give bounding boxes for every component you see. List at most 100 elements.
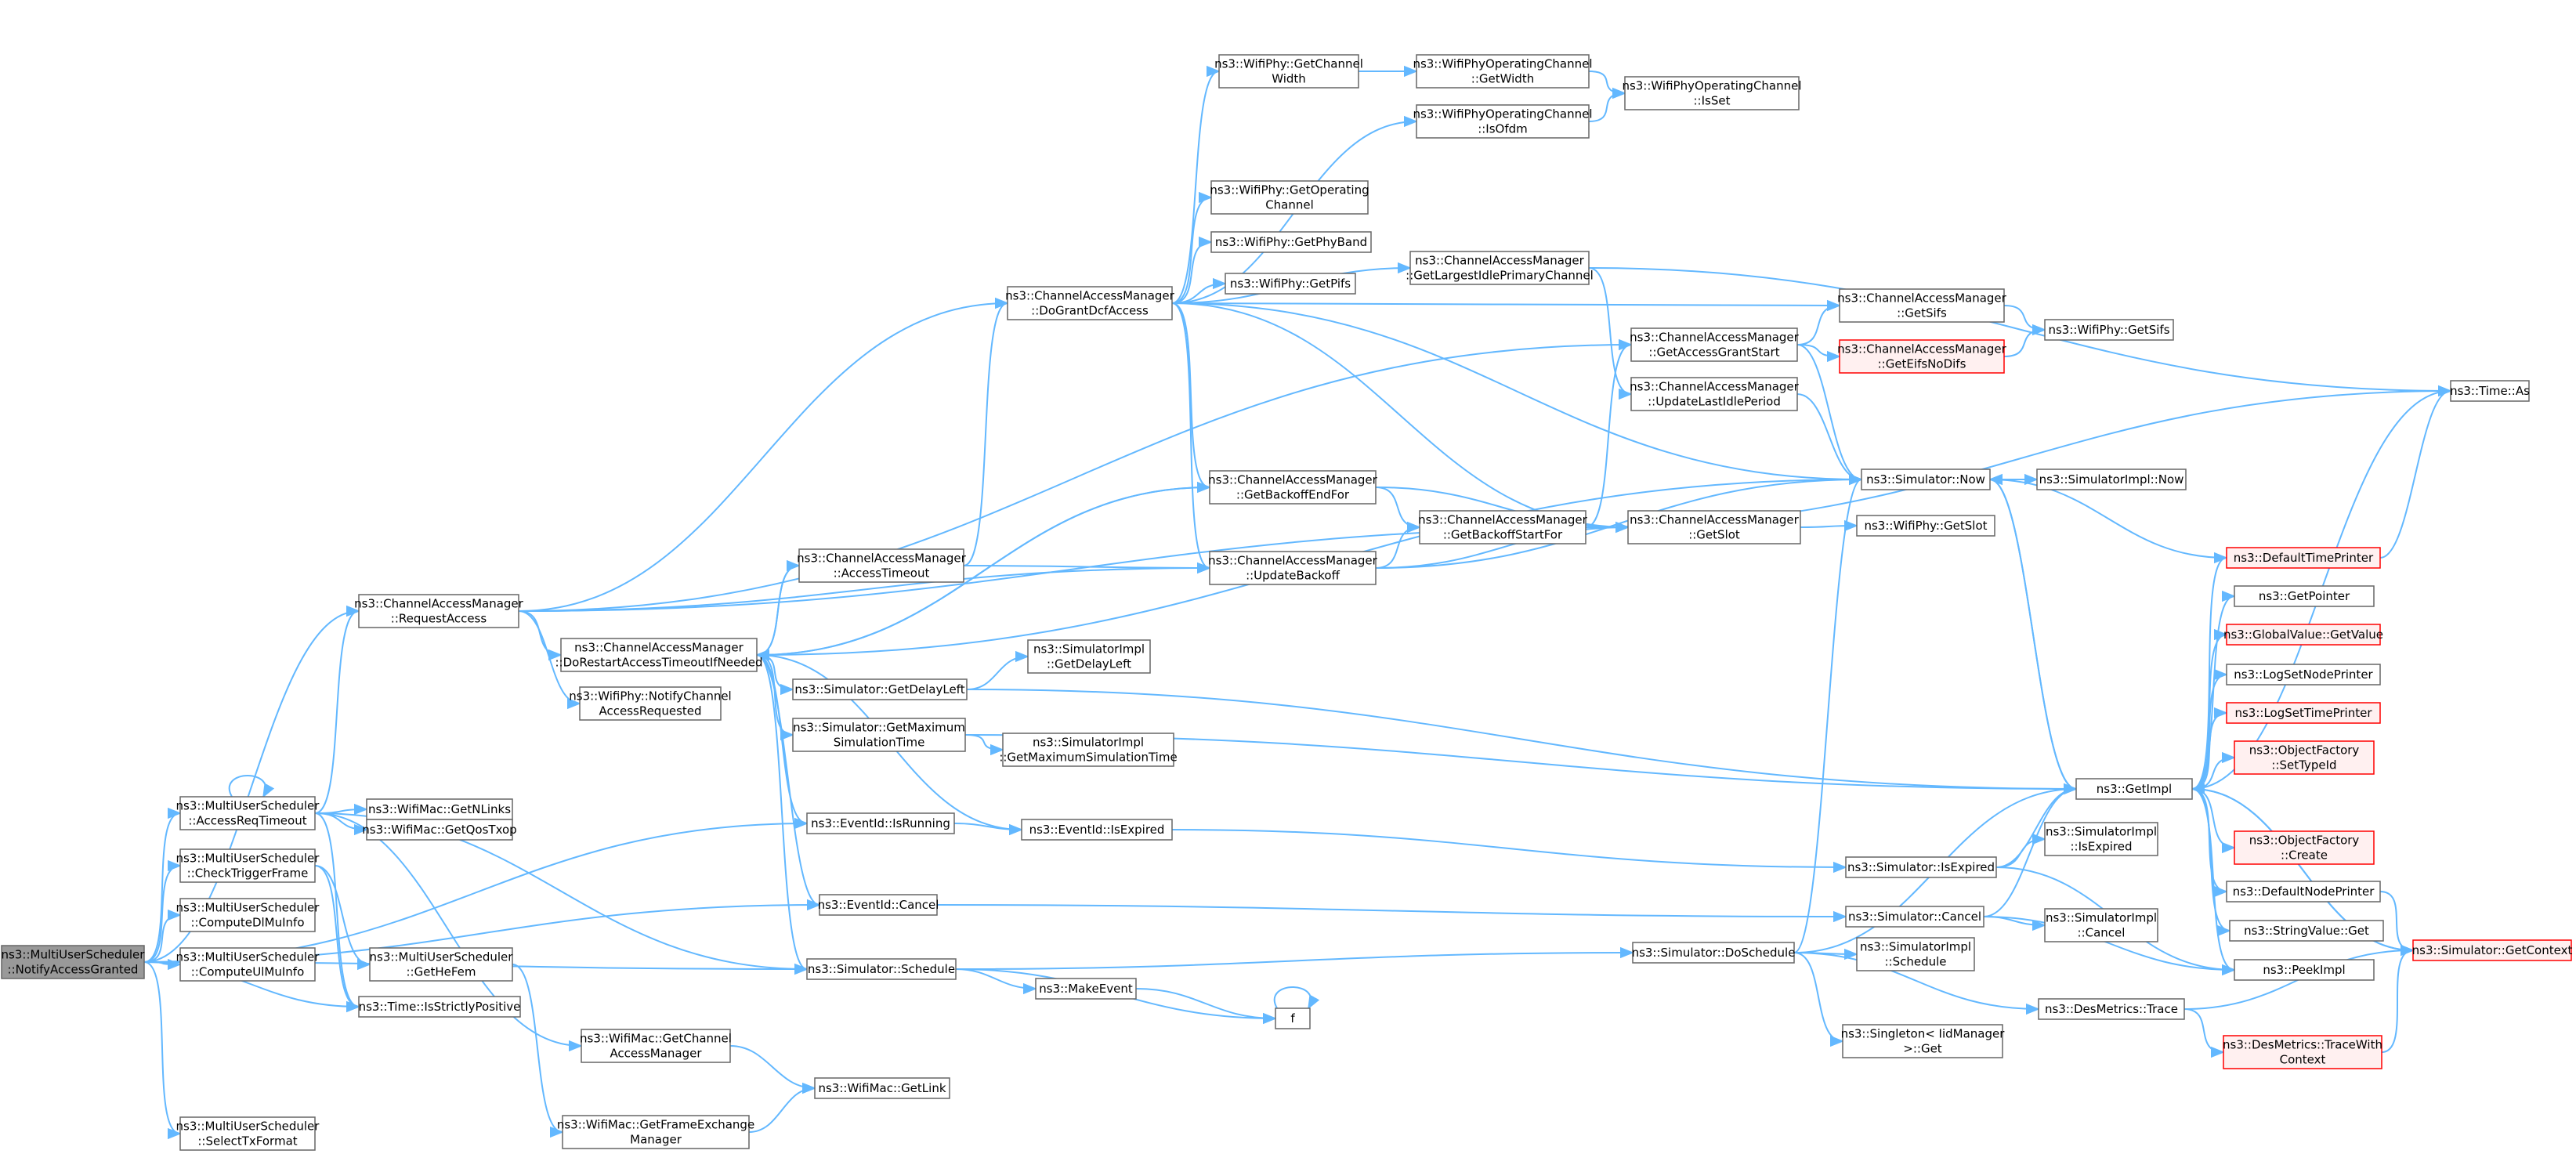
node-simCancel[interactable]: ns3::Simulator::Cancel [1845, 906, 1984, 928]
node-getLink[interactable]: ns3::WifiMac::GetLink [814, 1077, 950, 1099]
edge-root-to-accessReq [143, 807, 182, 963]
node-opIsOfdm[interactable]: ns3::WifiPhyOperatingChannel::IsOfdm [1413, 104, 1593, 139]
node-box [358, 996, 521, 1018]
node-box [1839, 288, 2005, 323]
node-getLargest[interactable]: ns3::ChannelAccessManager::GetLargestIdl… [1406, 251, 1594, 285]
node-getPhyBand[interactable]: ns3::WifiPhy::GetPhyBand [1210, 231, 1372, 253]
node-evCancel[interactable]: ns3::EventId::Cancel [818, 894, 939, 916]
node-implMaxSim[interactable]: ns3::SimulatorImpl::GetMaximumSimulation… [999, 733, 1178, 767]
node-singleton[interactable]: ns3::Singleton< IidManager>::Get [1841, 1024, 2006, 1058]
node-f[interactable]: f [1275, 1007, 1311, 1029]
node-stringValue[interactable]: ns3::StringValue::Get [2229, 920, 2384, 942]
node-box [806, 812, 955, 834]
node-getBackoffEnd[interactable]: ns3::ChannelAccessManager::GetBackoffEnd… [1208, 470, 1378, 505]
node-setTypeId[interactable]: ns3::ObjectFactory::SetTypeId [2234, 740, 2375, 775]
node-isRunning[interactable]: ns3::EventId::IsRunning [806, 812, 955, 834]
node-reqAccess[interactable]: ns3::ChannelAccessManager::RequestAccess [354, 594, 524, 628]
node-logTime[interactable]: ns3::LogSetTimePrinter [2226, 702, 2381, 724]
node-getHeFem[interactable]: ns3::MultiUserScheduler::GetHeFem [369, 947, 514, 982]
node-notifyChan[interactable]: ns3::WifiPhy::NotifyChannelAccessRequest… [569, 686, 732, 721]
node-getQos[interactable]: ns3::WifiMac::GetQosTxop [362, 819, 517, 841]
node-computeDl[interactable]: ns3::MultiUserScheduler::ComputeDlMuInfo [176, 898, 320, 932]
node-phyGetSifs[interactable]: ns3::WifiPhy::GetSifs [2044, 319, 2174, 341]
node-implDelay[interactable]: ns3::SimulatorImpl::GetDelayLeft [1027, 639, 1151, 674]
node-isExpired[interactable]: ns3::EventId::IsExpired [1021, 819, 1173, 841]
node-computeUl[interactable]: ns3::MultiUserScheduler::ComputeUlMuInfo [176, 947, 320, 982]
node-getSlot[interactable]: ns3::ChannelAccessManager::GetSlot [1627, 510, 1801, 544]
node-box [1210, 180, 1369, 215]
node-label: ns3::Simulator::GetDelayLeft [794, 682, 964, 696]
node-checkTrig[interactable]: ns3::MultiUserScheduler::CheckTriggerFra… [176, 848, 320, 883]
node-simNow[interactable]: ns3::Simulator::Now [1861, 468, 1991, 490]
node-label: ::CheckTriggerFrame [187, 866, 309, 881]
node-label: ::DoRestartAccessTimeoutIfNeeded [555, 656, 762, 670]
node-strictPos[interactable]: ns3::Time::IsStrictlyPositive [358, 996, 521, 1018]
node-getPifs[interactable]: ns3::WifiPhy::GetPifs [1225, 273, 1356, 295]
node-doGrant[interactable]: ns3::ChannelAccessManager::DoGrantDcfAcc… [1005, 286, 1175, 320]
node-implIsExpired[interactable]: ns3::SimulatorImpl::IsExpired [2044, 822, 2158, 856]
node-box [2234, 740, 2375, 775]
node-label: ns3::Simulator::Cancel [1848, 910, 1981, 924]
node-ofCreate[interactable]: ns3::ObjectFactory::Create [2234, 830, 2375, 865]
node-box [1856, 937, 1975, 971]
node-accessReq[interactable]: ns3::MultiUserScheduler::AccessReqTimeou… [176, 796, 320, 830]
node-getEifs[interactable]: ns3::ChannelAccessManager::GetEifsNoDifs [1837, 339, 2007, 374]
node-getPointer[interactable]: ns3::GetPointer [2234, 585, 2375, 607]
edge-getFem-to-getLink [748, 1082, 816, 1133]
node-phyGetSlot[interactable]: ns3::WifiPhy::GetSlot [1856, 515, 1995, 537]
edge-getImpl-to-ofCreate [2191, 788, 2236, 854]
node-camGetSifs[interactable]: ns3::ChannelAccessManager::GetSifs [1837, 288, 2007, 323]
edge-getChanAM-to-getLink [729, 1045, 816, 1094]
node-label: ::AccessTimeout [834, 566, 930, 581]
node-getDelayLeft[interactable]: ns3::Simulator::GetDelayLeft [792, 678, 968, 700]
node-box [2044, 822, 2158, 856]
node-doRestart[interactable]: ns3::ChannelAccessManager::DoRestartAcce… [555, 638, 763, 672]
node-label: ns3::LogSetNodePrinter [2234, 667, 2373, 682]
node-accessTimeout[interactable]: ns3::ChannelAccessManager::AccessTimeout [797, 548, 967, 583]
node-desTrace[interactable]: ns3::DesMetrics::Trace [2038, 998, 2185, 1020]
node-label: ns3::Singleton< IidManager [1841, 1027, 2006, 1041]
node-label: ns3::MultiUserScheduler [176, 1120, 320, 1134]
node-makeEvent[interactable]: ns3::MakeEvent [1035, 978, 1137, 1000]
node-peekImpl[interactable]: ns3::PeekImpl [2234, 959, 2375, 981]
node-label: Context [2280, 1053, 2326, 1067]
node-defTimePrinter[interactable]: ns3::DefaultTimePrinter [2226, 547, 2381, 569]
node-defNodePrinter[interactable]: ns3::DefaultNodePrinter [2226, 881, 2381, 903]
node-getImpl[interactable]: ns3::GetImpl [2075, 778, 2193, 800]
node-updateBackoff[interactable]: ns3::ChannelAccessManager::UpdateBackoff [1208, 551, 1378, 585]
node-schedule[interactable]: ns3::Simulator::Schedule [806, 958, 957, 980]
node-root[interactable]: ns3::MultiUserScheduler::NotifyAccessGra… [1, 945, 146, 979]
node-getBackoffStart[interactable]: ns3::ChannelAccessManager::GetBackoffSta… [1418, 510, 1588, 544]
node-getMaxSim[interactable]: ns3::Simulator::GetMaximumSimulationTime [792, 718, 966, 752]
node-label: Manager [630, 1133, 682, 1147]
node-doSchedule[interactable]: ns3::Simulator::DoSchedule [1632, 942, 1796, 964]
edge-getImpl-to-peekImpl [2191, 788, 2236, 976]
node-implCancel[interactable]: ns3::SimulatorImpl::Cancel [2044, 908, 2158, 942]
node-box [366, 798, 513, 820]
node-opGetWidth[interactable]: ns3::WifiPhyOperatingChannel::GetWidth [1413, 54, 1593, 89]
node-box [1035, 978, 1137, 1000]
node-timeAs[interactable]: ns3::Time::As [2450, 380, 2530, 402]
node-selectTx[interactable]: ns3::MultiUserScheduler::SelectTxFormat [176, 1116, 320, 1151]
node-getContext[interactable]: ns3::Simulator::GetContext [2412, 939, 2573, 961]
node-label: ::Cancel [2078, 926, 2126, 940]
edge-opIsOfdm-to-opIsSet [1588, 87, 1626, 122]
node-updateLastIdle[interactable]: ns3::ChannelAccessManager::UpdateLastIdl… [1630, 377, 1800, 411]
node-getNLinks[interactable]: ns3::WifiMac::GetNLinks [366, 798, 513, 820]
node-implNow[interactable]: ns3::SimulatorImpl::Now [2036, 468, 2187, 490]
node-logNode[interactable]: ns3::LogSetNodePrinter [2226, 664, 2381, 686]
node-simIsExpired[interactable]: ns3::Simulator::IsExpired [1845, 856, 1997, 878]
node-opIsSet[interactable]: ns3::WifiPhyOperatingChannel::IsSet [1622, 76, 1802, 110]
node-label: ::GetBackoffStartFor [1443, 528, 1563, 542]
node-label: ns3::PeekImpl [2263, 963, 2345, 977]
node-label: ns3::ChannelAccessManager [1837, 342, 2006, 356]
node-label: ::SetTypeId [2271, 758, 2336, 772]
node-globalValue[interactable]: ns3::GlobalValue::GetValue [2223, 624, 2383, 646]
node-getGrantStart[interactable]: ns3::ChannelAccessManager::GetAccessGran… [1630, 327, 1800, 362]
node-implSchedule[interactable]: ns3::SimulatorImpl::Schedule [1856, 937, 1975, 971]
